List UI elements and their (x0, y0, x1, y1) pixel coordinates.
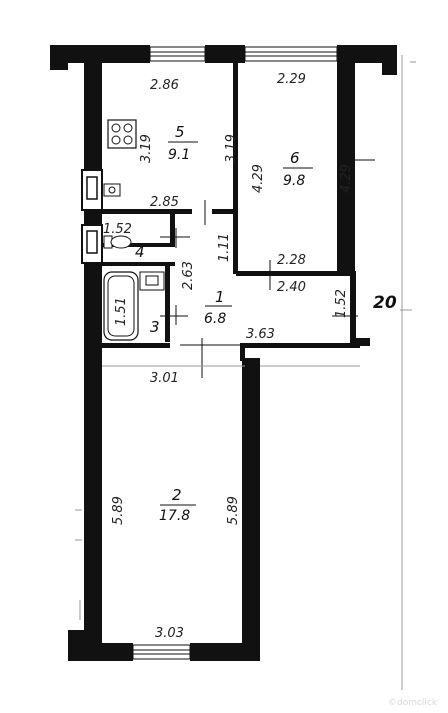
windows (132, 46, 338, 660)
corridor-width-label: 1.52 (334, 289, 349, 318)
wall-shafts (81, 169, 103, 264)
room-4-number: 4 (135, 243, 145, 261)
room-1-area: 6.8 (204, 311, 226, 327)
room-6-number: 6 (290, 149, 300, 167)
wall-mark-label: 20 (373, 293, 397, 313)
room-5-bottom: 2.85 (150, 195, 179, 210)
bathtub-icon (103, 271, 139, 341)
room-6-height-left: 4.29 (251, 164, 266, 193)
room-5-area: 9.1 (168, 147, 190, 163)
toilet-icon (103, 235, 132, 249)
room-6-bottom: 2.28 (277, 253, 306, 268)
room-2-area: 17.8 (159, 508, 190, 524)
room-6-area: 9.8 (283, 173, 305, 189)
room-1-dim-d: 2.40 (277, 280, 306, 295)
room-5-height-right: 3.19 (224, 134, 239, 163)
stove-icon (107, 119, 137, 149)
window-room-2 (132, 644, 191, 660)
room-5-number: 5 (175, 123, 185, 141)
room-1-dim-b: 2.63 (181, 261, 196, 290)
watermark-text: ©domclick (388, 698, 438, 708)
room-5-height-left: 3.19 (139, 134, 154, 163)
room-4: 1.52 4 (103, 222, 145, 261)
room-2: 3.01 5.89 5.89 2 17.8 3.03 (111, 371, 241, 641)
window-room-6 (244, 46, 338, 62)
room-5: 2.86 3.19 3.19 5 9.1 2.85 (139, 78, 239, 210)
dimension-lines (75, 55, 416, 690)
room-2-height-right: 5.89 (226, 496, 241, 525)
room-2-height-left: 5.89 (111, 496, 126, 525)
room-1-number: 1 (215, 288, 225, 306)
room-1-dim-a: 1.11 (217, 233, 232, 262)
window-room-5 (149, 46, 206, 62)
room-6-width: 2.29 (277, 72, 306, 87)
room-2-number: 2 (172, 486, 182, 504)
room-2-bottom: 3.03 (155, 626, 184, 641)
room-1-dim-c: 3.63 (246, 327, 275, 342)
door-marks (160, 159, 375, 378)
room-6-height-right: 4.29 (339, 164, 354, 193)
washbasin-icon (139, 271, 165, 291)
room-6: 2.29 4.29 4.29 6 9.8 2.28 (251, 72, 354, 268)
room-1: 1.11 2.63 1 6.8 3.63 2.40 (181, 233, 306, 342)
room-3-height: 1.51 (114, 297, 129, 326)
room-4-width: 1.52 (103, 222, 132, 237)
sink-icon (103, 183, 121, 197)
room-3: 1.51 3 (114, 297, 160, 336)
room-2-top: 3.01 (150, 371, 179, 386)
room-5-width: 2.86 (150, 78, 179, 93)
walls (50, 45, 397, 661)
room-3-number: 3 (150, 318, 160, 336)
